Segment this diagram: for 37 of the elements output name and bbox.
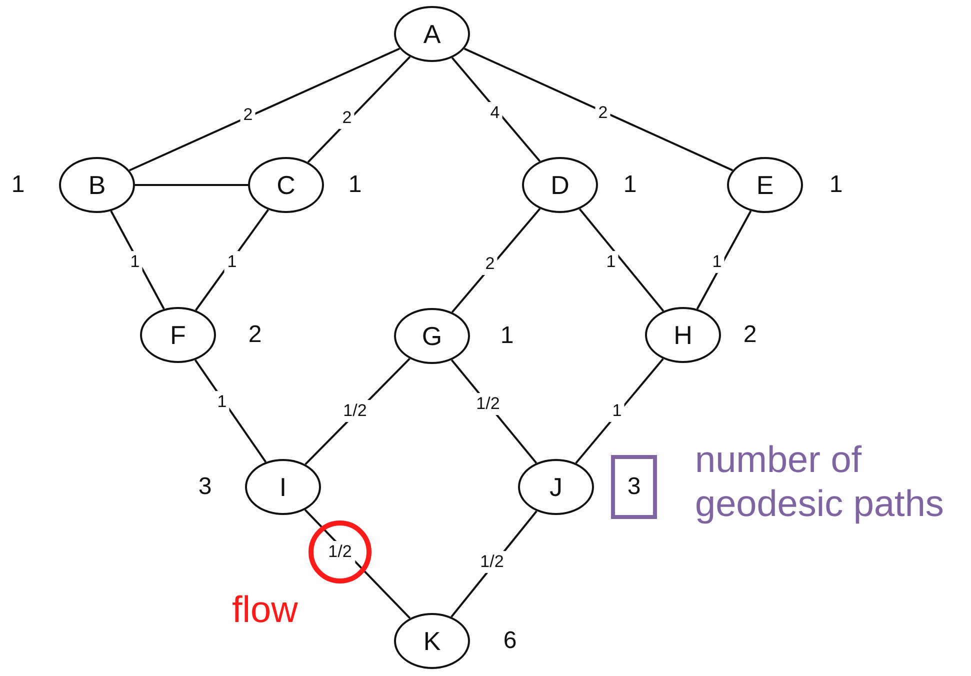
edge-label: 1 <box>224 251 240 273</box>
edge-line <box>307 56 411 163</box>
edge-line <box>451 208 541 313</box>
annotation-note: flow <box>232 588 299 632</box>
graph-node: A <box>394 6 470 62</box>
path-count: 3 <box>627 473 641 501</box>
edge-line <box>195 209 269 311</box>
path-count: 2 <box>743 321 757 349</box>
edge-line <box>135 184 248 186</box>
graph-node: D <box>522 157 598 213</box>
graph-node: J <box>518 459 594 515</box>
edge-line <box>696 210 752 310</box>
edge-line <box>110 210 165 310</box>
edge-line <box>129 48 400 172</box>
edge-line <box>578 208 664 312</box>
edge-line <box>575 358 664 464</box>
path-count: 2 <box>248 321 262 349</box>
path-count: 6 <box>503 627 517 655</box>
path-count: 3 <box>198 473 212 501</box>
graph-node: G <box>394 308 470 364</box>
graph-node: E <box>727 157 803 213</box>
path-count: 1 <box>348 171 362 199</box>
edge-line <box>464 48 734 172</box>
graph-node: F <box>140 307 216 363</box>
path-count: 1 <box>829 171 843 199</box>
path-count: 1 <box>623 171 637 199</box>
path-count: 1 <box>11 171 25 199</box>
edge-line <box>194 359 267 463</box>
annotation-note: number of geodesic paths <box>695 438 945 526</box>
graph-node: H <box>645 307 721 363</box>
graph-node: I <box>245 459 321 515</box>
edge-line <box>451 57 541 162</box>
edge-label: 1 <box>214 391 230 413</box>
graph-node: K <box>394 613 470 669</box>
graph-node: C <box>248 157 324 213</box>
graph-node: B <box>59 157 135 213</box>
path-count: 1 <box>500 322 514 350</box>
